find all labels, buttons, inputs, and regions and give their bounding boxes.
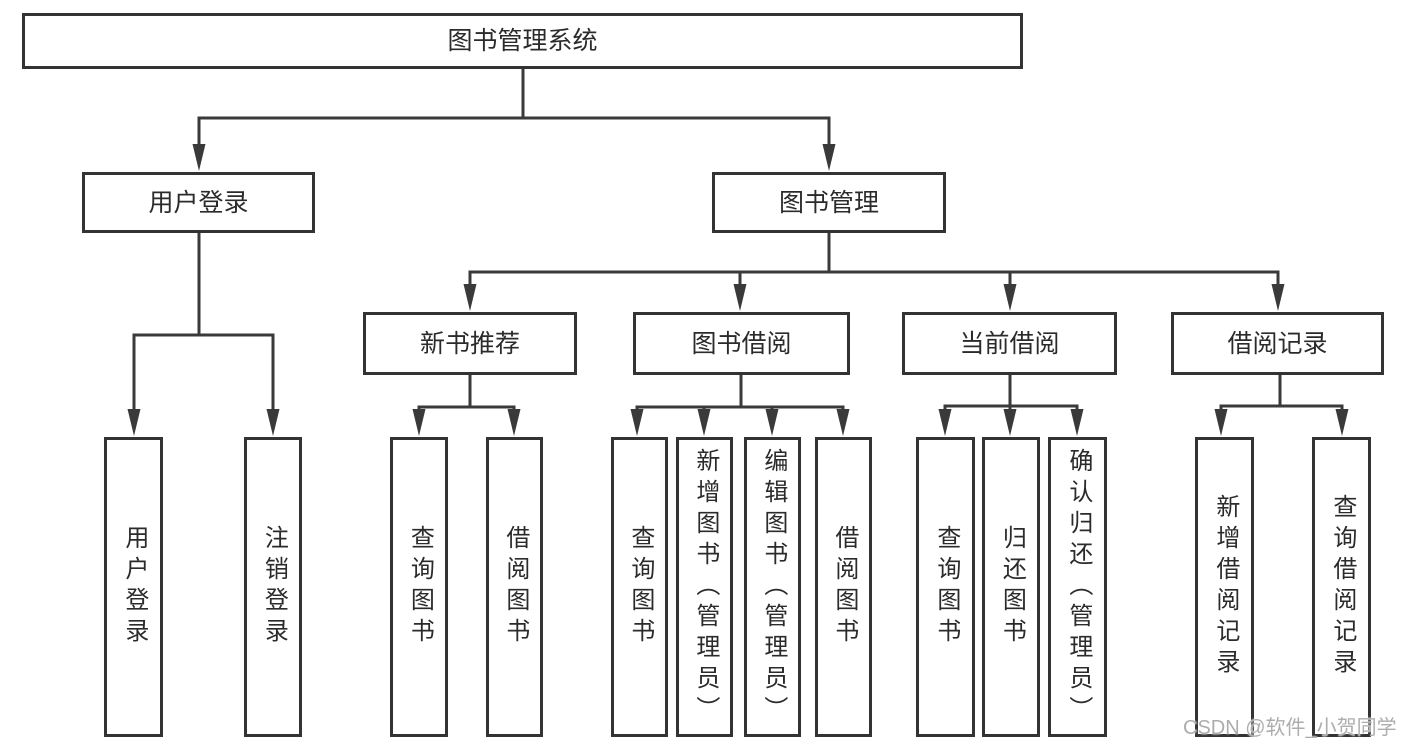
connector-book-mgmt bbox=[468, 231, 1280, 294]
leaf-logout: 注销登录 bbox=[244, 437, 302, 737]
node-new-book-recommend: 新书推荐 bbox=[363, 312, 577, 375]
node-user-login-branch: 用户登录 bbox=[82, 172, 315, 233]
connector-current-borrow bbox=[943, 373, 1079, 419]
leaf-borrow-books-borrowing: 借阅图书 bbox=[815, 437, 872, 737]
leaf-borrow-books-recommend: 借阅图书 bbox=[486, 437, 543, 737]
leaf-confirm-return-admin: 确认归还（管理员） bbox=[1048, 437, 1107, 737]
connector-new-books bbox=[417, 373, 516, 419]
leaf-query-books-current: 查询图书 bbox=[916, 437, 975, 737]
node-book-borrowing: 图书借阅 bbox=[633, 312, 850, 375]
leaf-query-borrow-record: 查询借阅记录 bbox=[1312, 437, 1371, 737]
node-book-management-branch: 图书管理 bbox=[712, 172, 946, 233]
leaf-add-borrow-record: 新增借阅记录 bbox=[1195, 437, 1254, 737]
leaf-edit-books-admin: 编辑图书（管理员） bbox=[744, 437, 801, 737]
leaf-return-books: 归还图书 bbox=[982, 437, 1040, 737]
leaf-query-books-borrowing: 查询图书 bbox=[611, 437, 668, 737]
leaf-add-books-admin: 新增图书（管理员） bbox=[676, 437, 733, 737]
node-borrowing-records: 借阅记录 bbox=[1171, 312, 1384, 375]
node-current-borrowing: 当前借阅 bbox=[902, 312, 1117, 375]
leaf-query-books-recommend: 查询图书 bbox=[390, 437, 448, 737]
connector-root bbox=[197, 67, 831, 154]
csdn-watermark: CSDN @软件_小贺同学 bbox=[1183, 717, 1397, 739]
connector-book-borrow bbox=[635, 373, 845, 419]
connector-borrow-records bbox=[1219, 373, 1344, 419]
connector-user-login bbox=[132, 231, 275, 419]
leaf-user-login: 用户登录 bbox=[104, 437, 163, 737]
node-library-system: 图书管理系统 bbox=[22, 13, 1023, 69]
